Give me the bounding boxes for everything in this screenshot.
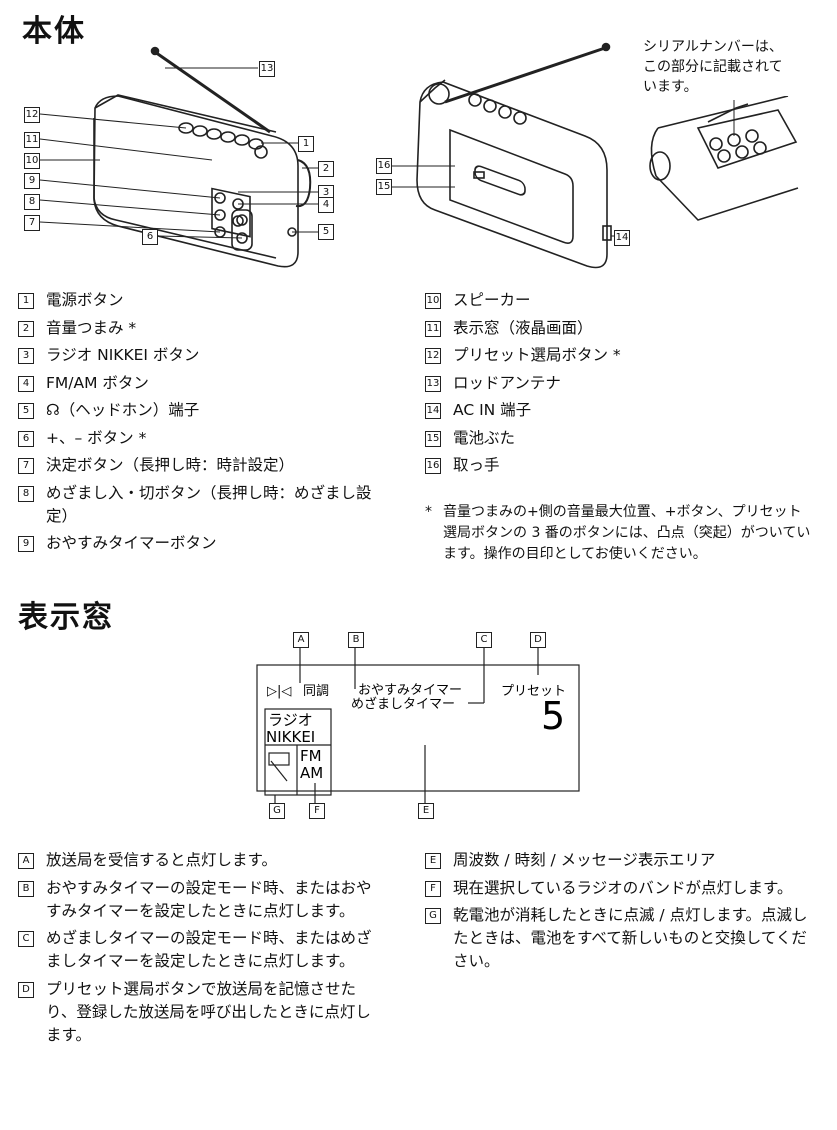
callout-1: 1 (298, 136, 314, 152)
callout-A: A (293, 632, 309, 648)
alarm-timer-indicator: めざましタイマー (351, 696, 455, 712)
list-item: 6+、– ボタン * (18, 427, 378, 450)
callout-F: F (309, 803, 325, 819)
radio-indicator: ラジオ (268, 711, 313, 729)
callout-13: 13 (259, 61, 275, 77)
section-title-main-unit: 本体 (22, 14, 86, 49)
preset-indicator: プリセット (501, 684, 566, 699)
serial-number-note: シリアルナンバーは、 この部分に記載されて います。 (643, 39, 783, 95)
callout-2: 2 (318, 161, 334, 177)
list-item: 5☊（ヘッドホン）端子 (18, 399, 378, 422)
callout-7: 7 (24, 215, 40, 231)
battery-compartment-illustration (649, 96, 799, 221)
fm-indicator: FM (300, 747, 322, 765)
callout-E: E (418, 803, 434, 819)
callout-G: G (269, 803, 285, 819)
callout-10: 10 (24, 153, 40, 169)
nikkei-indicator: NIKKEI (266, 728, 315, 746)
tuning-indicator: 同調 (303, 684, 329, 699)
section-title-display: 表示窓 (18, 600, 114, 635)
radio-rear-illustration (383, 42, 619, 269)
callout-14: 14 (614, 230, 630, 246)
display-window-diagram: ▷|◁ 同調 おやすみタイマー めざましタイマー プリセット 5 ラジオ NIK… (256, 647, 580, 803)
callout-5: 5 (318, 224, 334, 240)
callout-15: 15 (376, 179, 392, 195)
radio-front-illustration (40, 46, 318, 268)
preset-number: 5 (541, 694, 565, 738)
callout-6: 6 (142, 229, 158, 245)
callout-12: 12 (24, 107, 40, 123)
callout-9: 9 (24, 173, 40, 189)
am-indicator: AM (300, 764, 323, 782)
callout-B: B (348, 632, 364, 648)
tuning-icon: ▷|◁ (267, 684, 291, 699)
callout-8: 8 (24, 194, 40, 210)
footnote: * 音量つまみの+側の音量最大位置、+ボタン、プリセット選局ボタンの 3 番のボ… (425, 504, 811, 562)
callout-16: 16 (376, 158, 392, 174)
sleep-timer-indicator: おやすみタイマー (358, 683, 462, 698)
callout-11: 11 (24, 132, 40, 148)
callout-4: 4 (318, 197, 334, 213)
